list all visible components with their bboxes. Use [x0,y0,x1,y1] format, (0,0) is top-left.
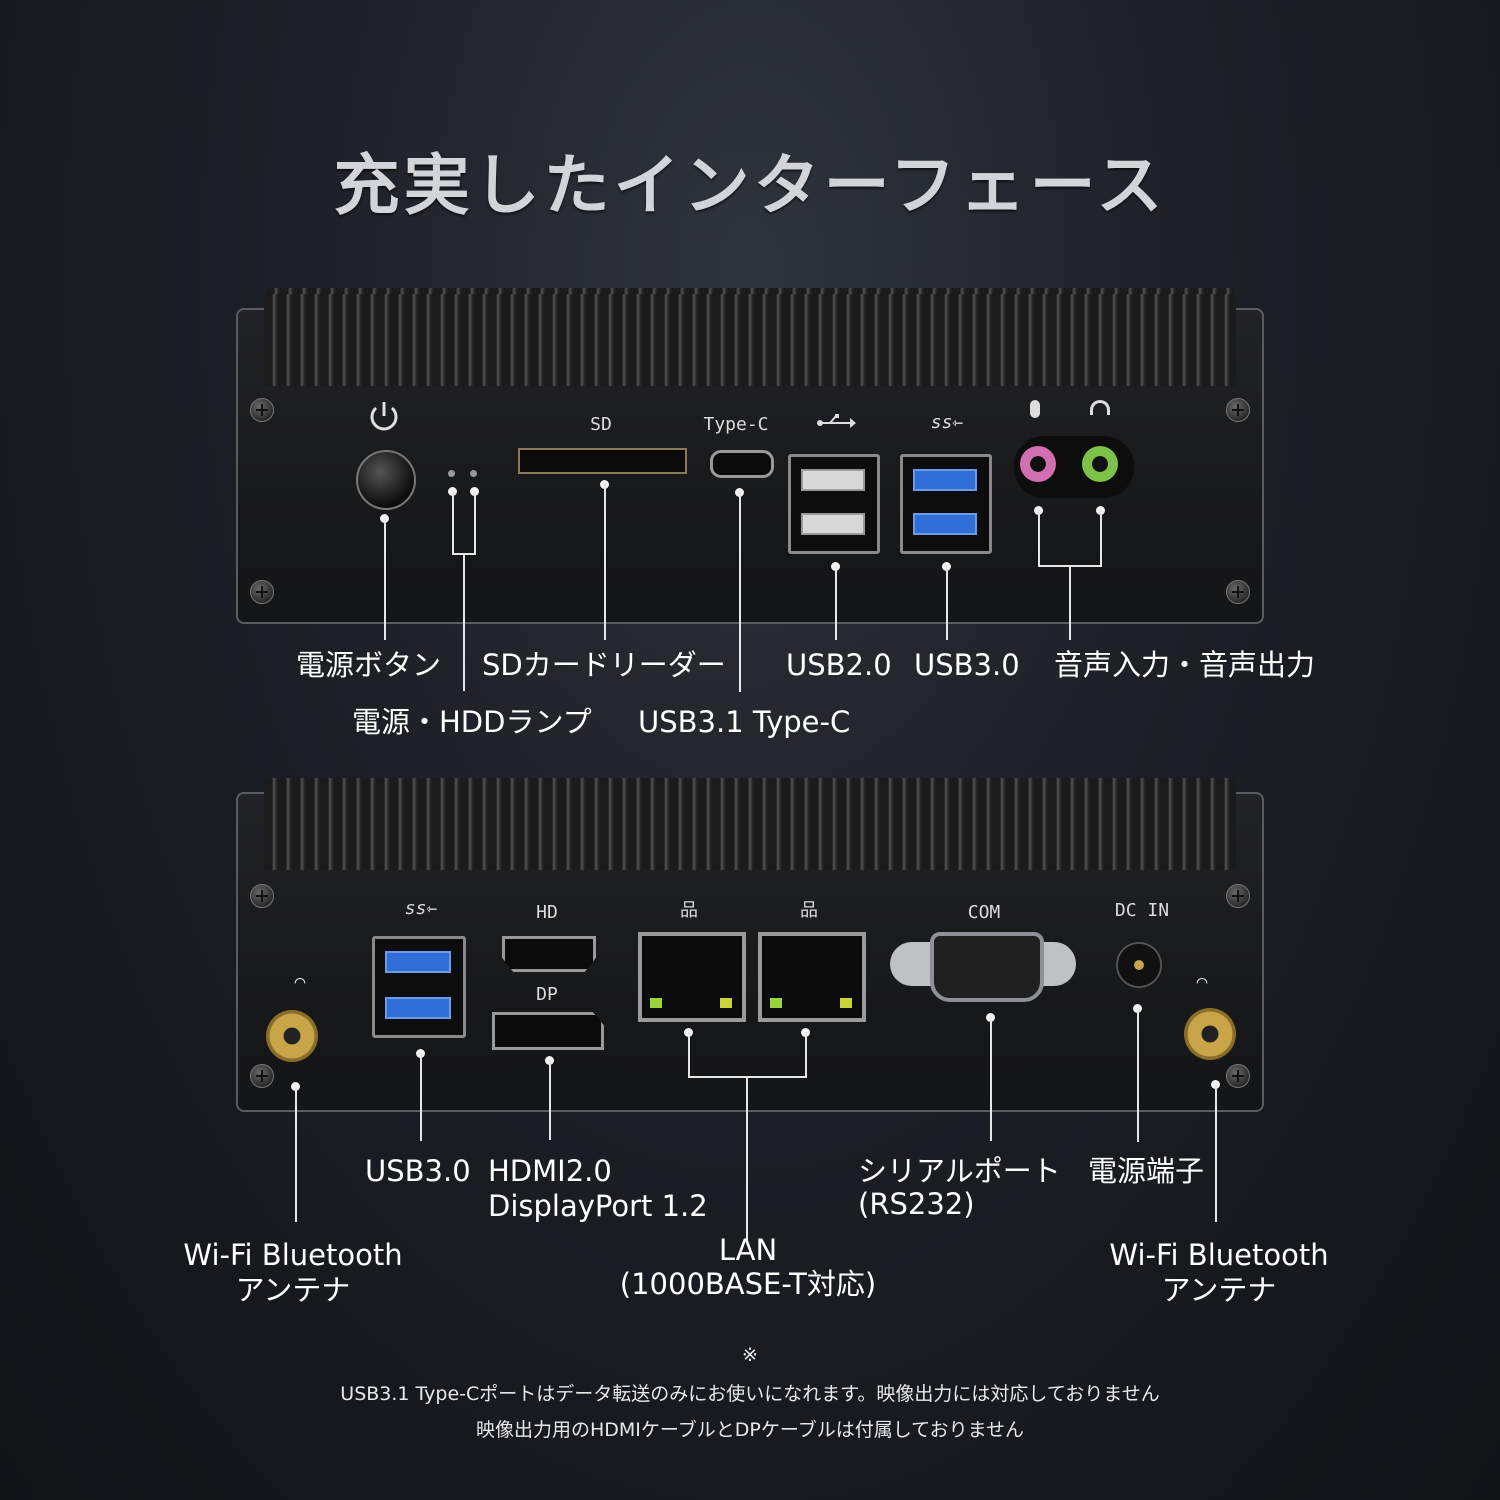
wifi-left-label: Wi-Fi Bluetooth [183,1238,403,1272]
typec-port-label: Type-C [703,414,769,435]
headphone-icon [1090,400,1110,415]
rear-usb30-port-stack[interactable] [372,936,466,1038]
callout-line [1100,510,1102,566]
usb-icon [817,414,856,428]
callout-line [384,518,386,640]
hdd-led [470,470,477,477]
power-icon [370,402,398,431]
dp-port-label: DP [536,984,558,1005]
callout-line [549,1060,551,1140]
rear-usb30-label: USB3.0 [365,1154,471,1188]
screw-icon [250,1064,274,1088]
screw-icon [1226,398,1250,422]
superspeed-usb-icon: ss⇽ [930,412,964,433]
usb30-port[interactable] [385,997,451,1019]
dcin-port-label: DC IN [1114,900,1170,921]
usb20-port-stack[interactable] [788,454,880,554]
microphone-icon [1030,400,1040,418]
dc-in-jack[interactable] [1116,942,1162,988]
power-hdd-lamp-label: 電源・HDDランプ [352,705,592,739]
rear-panel-device: ◠ ◠ ss⇽ HD DP 品 品 COM DC IN [236,772,1264,1112]
serial-port-sub-label: (RS232) [858,1187,975,1221]
serial-port-label: シリアルポート [858,1154,1061,1188]
usb30-label: USB3.0 [914,648,1020,682]
wifi-right-sub-label: アンテナ [1161,1273,1277,1307]
displayport-port[interactable] [492,1012,604,1050]
hd-port-label: HD [536,902,558,923]
wifi-icon: ◠ [1196,972,1208,993]
callout-line [688,1032,690,1078]
callout-line [463,553,465,691]
callout-line [452,491,454,555]
usb-typec-port[interactable] [710,450,774,478]
note-mark: ※ [742,1344,758,1366]
usb30-port-stack[interactable] [900,454,992,554]
power-button-label: 電源ボタン [296,648,442,682]
displayport-label: DisplayPort 1.2 [488,1189,708,1223]
usb20-port[interactable] [801,513,865,535]
callout-line [835,566,837,640]
callout-line [746,1076,748,1242]
callout-line [420,1053,422,1141]
screw-icon [250,398,274,422]
callout-line [1069,565,1071,640]
wifi-right-label: Wi-Fi Bluetooth [1109,1238,1329,1272]
note-line-1: USB3.1 Type-Cポートはデータ転送のみにお使いになれます。映像出力には… [340,1383,1160,1405]
sd-port-label: SD [590,414,612,435]
mic-in-jack[interactable] [1020,446,1056,482]
antenna-connector-right[interactable] [1184,1008,1236,1060]
hdmi-label: HDMI2.0 [488,1154,612,1188]
usb30-port[interactable] [385,951,451,973]
usb31-typec-label: USB3.1 Type-C [638,705,851,739]
power-led [448,470,455,477]
sd-reader-label: SDカードリーダー [482,648,726,682]
note-line-2: 映像出力用のHDMIケーブルとDPケーブルは付属しておりません [475,1419,1024,1441]
lan-led [650,998,662,1008]
lan-led [770,998,782,1008]
usb20-port[interactable] [801,469,865,491]
lan-led [840,998,852,1008]
com-port-label: COM [967,902,1001,923]
network-icon: 品 [800,900,818,921]
callout-line [1137,1008,1139,1142]
audio-label: 音声入力・音声出力 [1054,648,1316,682]
antenna-connector-left[interactable] [266,1010,318,1062]
callout-line [946,566,948,640]
com-serial-port[interactable] [930,932,1044,1002]
screw-icon [250,580,274,604]
network-icon: 品 [680,900,698,921]
usb20-label: USB2.0 [786,648,892,682]
usb30-port[interactable] [913,469,977,491]
callout-line [739,492,741,692]
page-title: 充実したインターフェース [333,147,1167,224]
callout-line [1215,1084,1217,1222]
front-panel-device: SD Type-C ss⇽ [236,288,1264,624]
heatsink-fins-top [264,778,1236,870]
screw-icon [1226,1064,1250,1088]
screw-icon [250,884,274,908]
power-button[interactable] [356,450,416,510]
lan-port-1[interactable] [638,932,746,1022]
screw-icon [1226,884,1250,908]
lan-led [720,998,732,1008]
callout-line [1038,510,1040,566]
sd-card-slot[interactable] [518,448,687,474]
lan-sub-label: (1000BASE-T対応) [619,1267,877,1301]
lan-label: LAN [718,1233,778,1267]
wifi-icon: ◠ [294,972,306,993]
superspeed-usb-icon: ss⇽ [404,898,438,919]
callout-line [604,484,606,640]
headphone-out-jack[interactable] [1082,446,1118,482]
hdmi-port[interactable] [502,936,596,972]
wifi-left-sub-label: アンテナ [235,1273,351,1307]
dc-power-label: 電源端子 [1088,1154,1205,1188]
callout-line [295,1086,297,1222]
screw-icon [1226,580,1250,604]
usb30-port[interactable] [913,513,977,535]
lan-port-2[interactable] [758,932,866,1022]
callout-line [990,1017,992,1141]
heatsink-fins-top [264,294,1236,386]
callout-line [805,1032,807,1078]
callout-line [474,491,476,555]
